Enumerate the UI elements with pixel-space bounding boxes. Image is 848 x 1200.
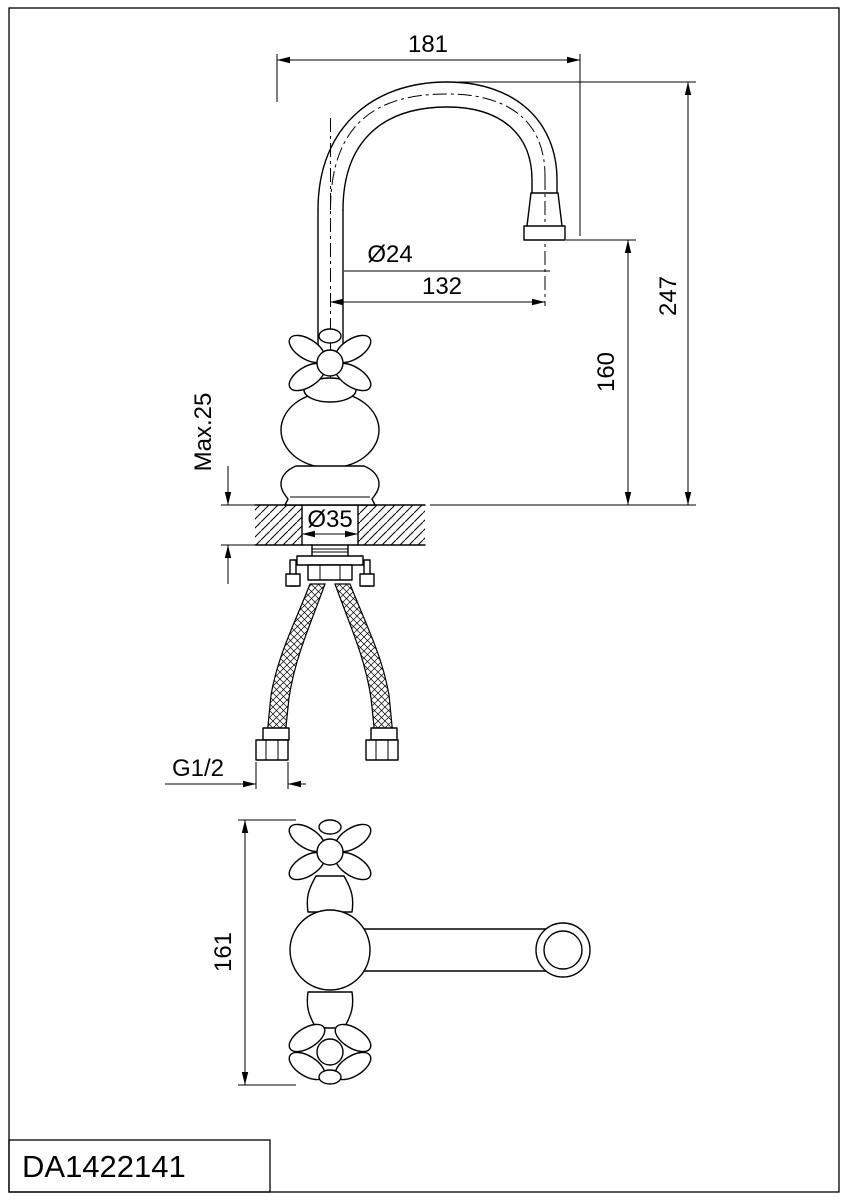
dimension-max25: Max.25 <box>190 393 255 584</box>
dimension-132: 132 <box>330 273 545 306</box>
cross-handle-plan-bottom <box>288 1023 372 1085</box>
dimension-label-spout-diameter: Ø24 <box>367 241 412 268</box>
cross-handle-plan-top <box>288 819 372 881</box>
page-border <box>8 7 840 1193</box>
cross-handle-side <box>288 328 372 403</box>
title-block-border <box>8 1139 271 1193</box>
countertop <box>254 504 426 546</box>
hose-right <box>334 583 394 737</box>
dimension-label-hole-diameter: Ø35 <box>307 506 352 533</box>
title-block: DA1422141 <box>8 1139 271 1193</box>
centerlines <box>330 93 546 392</box>
dimension-label-thread: G1/2 <box>172 755 224 782</box>
hose-nut-right <box>365 727 399 761</box>
dimension-247: 247 <box>430 81 696 506</box>
faucet-body <box>280 391 380 506</box>
supply-hoses <box>255 544 399 761</box>
dimension-label-deck-max: Max.25 <box>190 393 217 472</box>
hose-nut-left <box>255 727 290 761</box>
dimension-181: 181 <box>276 31 581 236</box>
dimension-spout-diameter: Ø24 <box>344 241 550 272</box>
hose-left <box>266 583 326 737</box>
dimension-161: 161 <box>210 819 296 1086</box>
plan-spout <box>339 928 547 972</box>
plan-view: 161 <box>210 819 591 1086</box>
dimension-label-width: 181 <box>408 31 448 58</box>
plan-handle-neck-top <box>306 875 354 913</box>
dimension-thread: G1/2 <box>165 755 306 789</box>
dimension-label-height-total: 247 <box>655 276 682 316</box>
mounting-shank <box>285 544 375 587</box>
dimension-hole-diameter: Ø35 <box>302 506 358 538</box>
side-view: 181 Ø24 132 247 160 <box>165 31 696 789</box>
plan-handle-neck-bottom <box>306 991 354 1029</box>
dimension-label-height-spout: 160 <box>593 352 620 392</box>
dimension-160: 160 <box>566 239 636 505</box>
dimension-label-depth: 161 <box>210 932 237 972</box>
plan-spout-flange <box>535 922 591 978</box>
plan-body <box>289 909 371 991</box>
spout-nozzle <box>523 192 566 241</box>
model-number: DA1422141 <box>22 1149 186 1184</box>
dimension-label-spout-reach: 132 <box>422 273 462 300</box>
